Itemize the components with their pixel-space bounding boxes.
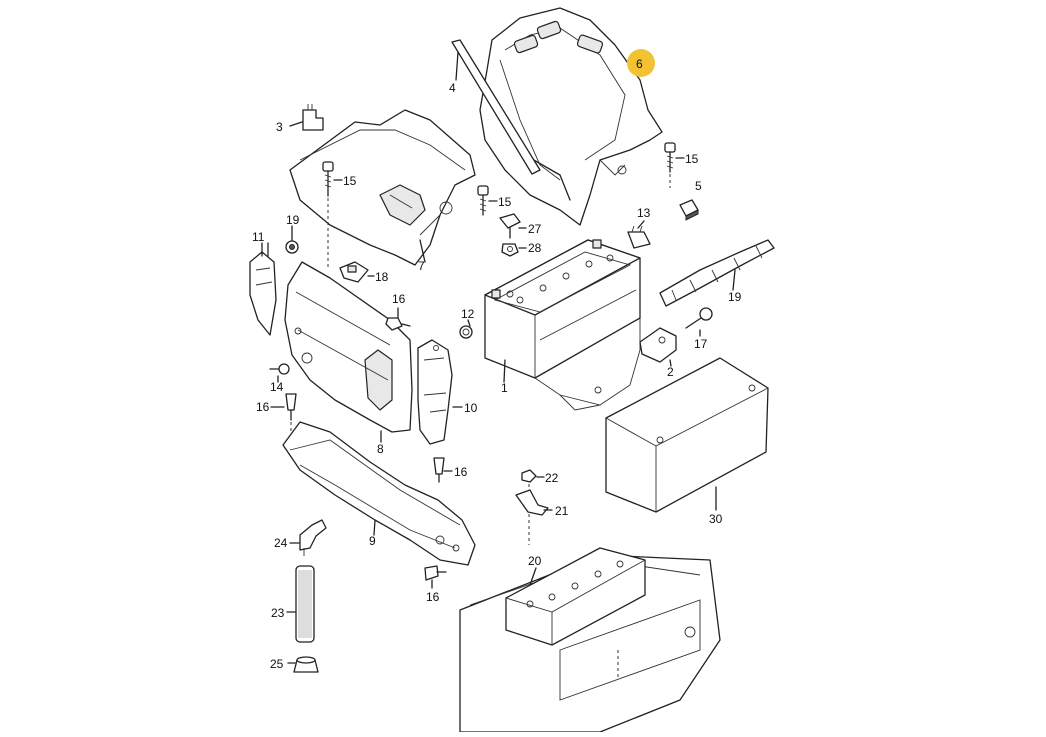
- callout-1[interactable]: 1: [501, 381, 508, 395]
- callout-25[interactable]: 25: [270, 657, 284, 671]
- callout-7[interactable]: 7: [418, 259, 425, 273]
- part-12-terminal-cap[interactable]: [459, 325, 473, 339]
- callout-10[interactable]: 10: [464, 401, 478, 415]
- screw-15-middle[interactable]: [477, 185, 489, 216]
- part-24-elbow[interactable]: [299, 519, 327, 556]
- callout-6[interactable]: 6: [636, 57, 643, 71]
- callout-16-bottom[interactable]: 16: [426, 590, 440, 604]
- callout-12[interactable]: 12: [461, 307, 475, 321]
- part-11-bracket[interactable]: [249, 251, 277, 336]
- part-6-battery-cover[interactable]: [479, 7, 663, 226]
- callout-20[interactable]: 20: [528, 554, 542, 568]
- callout-4[interactable]: 4: [449, 81, 456, 95]
- callout-22[interactable]: 22: [545, 471, 559, 485]
- callout-24[interactable]: 24: [274, 536, 288, 550]
- callout-30[interactable]: 30: [709, 512, 723, 526]
- callout-11[interactable]: 11: [252, 230, 265, 244]
- part-16-pin-left[interactable]: [285, 393, 297, 421]
- part-9-air-duct[interactable]: [282, 421, 476, 566]
- part-18-holder[interactable]: [339, 261, 369, 283]
- callout-19-left[interactable]: 19: [286, 213, 300, 227]
- callout-16-left[interactable]: 16: [256, 400, 270, 414]
- callout-3[interactable]: 3: [276, 120, 283, 134]
- part-20-battery-tray[interactable]: [459, 547, 721, 733]
- callout-15-left[interactable]: 15: [343, 174, 357, 188]
- part-17-bolt[interactable]: [685, 307, 713, 329]
- part-10-bracket[interactable]: [417, 339, 453, 445]
- part-16-pin-bottom[interactable]: [424, 565, 447, 589]
- callout-15-right[interactable]: 15: [685, 152, 699, 166]
- part-1-battery[interactable]: [484, 239, 641, 379]
- part-22-nut[interactable]: [521, 469, 537, 483]
- callout-19-right[interactable]: 19: [728, 290, 742, 304]
- callout-15-middle[interactable]: 15: [498, 195, 512, 209]
- callout-5[interactable]: 5: [695, 179, 702, 193]
- callout-17[interactable]: 17: [694, 337, 708, 351]
- part-19-cable-bar[interactable]: [659, 239, 775, 307]
- part-30-battery-box[interactable]: [605, 357, 769, 513]
- part-16-pin-top[interactable]: [385, 307, 411, 331]
- part-16-pin-mid[interactable]: [433, 457, 445, 483]
- part-14-screw[interactable]: [269, 363, 290, 375]
- callout-2[interactable]: 2: [667, 365, 674, 379]
- callout-14[interactable]: 14: [270, 380, 284, 394]
- callout-9[interactable]: 9: [369, 534, 376, 548]
- part-5-grommet[interactable]: [679, 199, 699, 221]
- callout-13[interactable]: 13: [637, 206, 651, 220]
- part-23-hose[interactable]: [295, 565, 315, 643]
- screw-15-left[interactable]: [322, 161, 334, 197]
- callout-8[interactable]: 8: [377, 442, 384, 456]
- part-7-upper-trim-panel[interactable]: [289, 109, 476, 266]
- callout-18[interactable]: 18: [375, 270, 389, 284]
- callout-27[interactable]: 27: [528, 222, 542, 236]
- part-25-cap[interactable]: [293, 656, 319, 673]
- part-13-connector[interactable]: [627, 225, 651, 249]
- part-8-side-trim-panel[interactable]: [284, 261, 413, 433]
- callout-23[interactable]: 23: [271, 606, 285, 620]
- part-27-clip[interactable]: [499, 213, 521, 239]
- highlight-marker-6: [627, 49, 655, 77]
- screw-15-right[interactable]: [664, 142, 676, 173]
- part-28-nut[interactable]: [501, 243, 519, 257]
- callout-16-top[interactable]: 16: [392, 292, 406, 306]
- callout-21[interactable]: 21: [555, 504, 569, 518]
- part-4-seal-strip[interactable]: [451, 39, 541, 175]
- callout-28[interactable]: 28: [528, 241, 542, 255]
- part-3-clip[interactable]: [302, 104, 324, 131]
- callout-16-mid[interactable]: 16: [454, 465, 468, 479]
- part-19-nut-left[interactable]: [285, 240, 299, 254]
- part-2-clamp[interactable]: [639, 327, 677, 363]
- part-21-bracket[interactable]: [515, 489, 549, 516]
